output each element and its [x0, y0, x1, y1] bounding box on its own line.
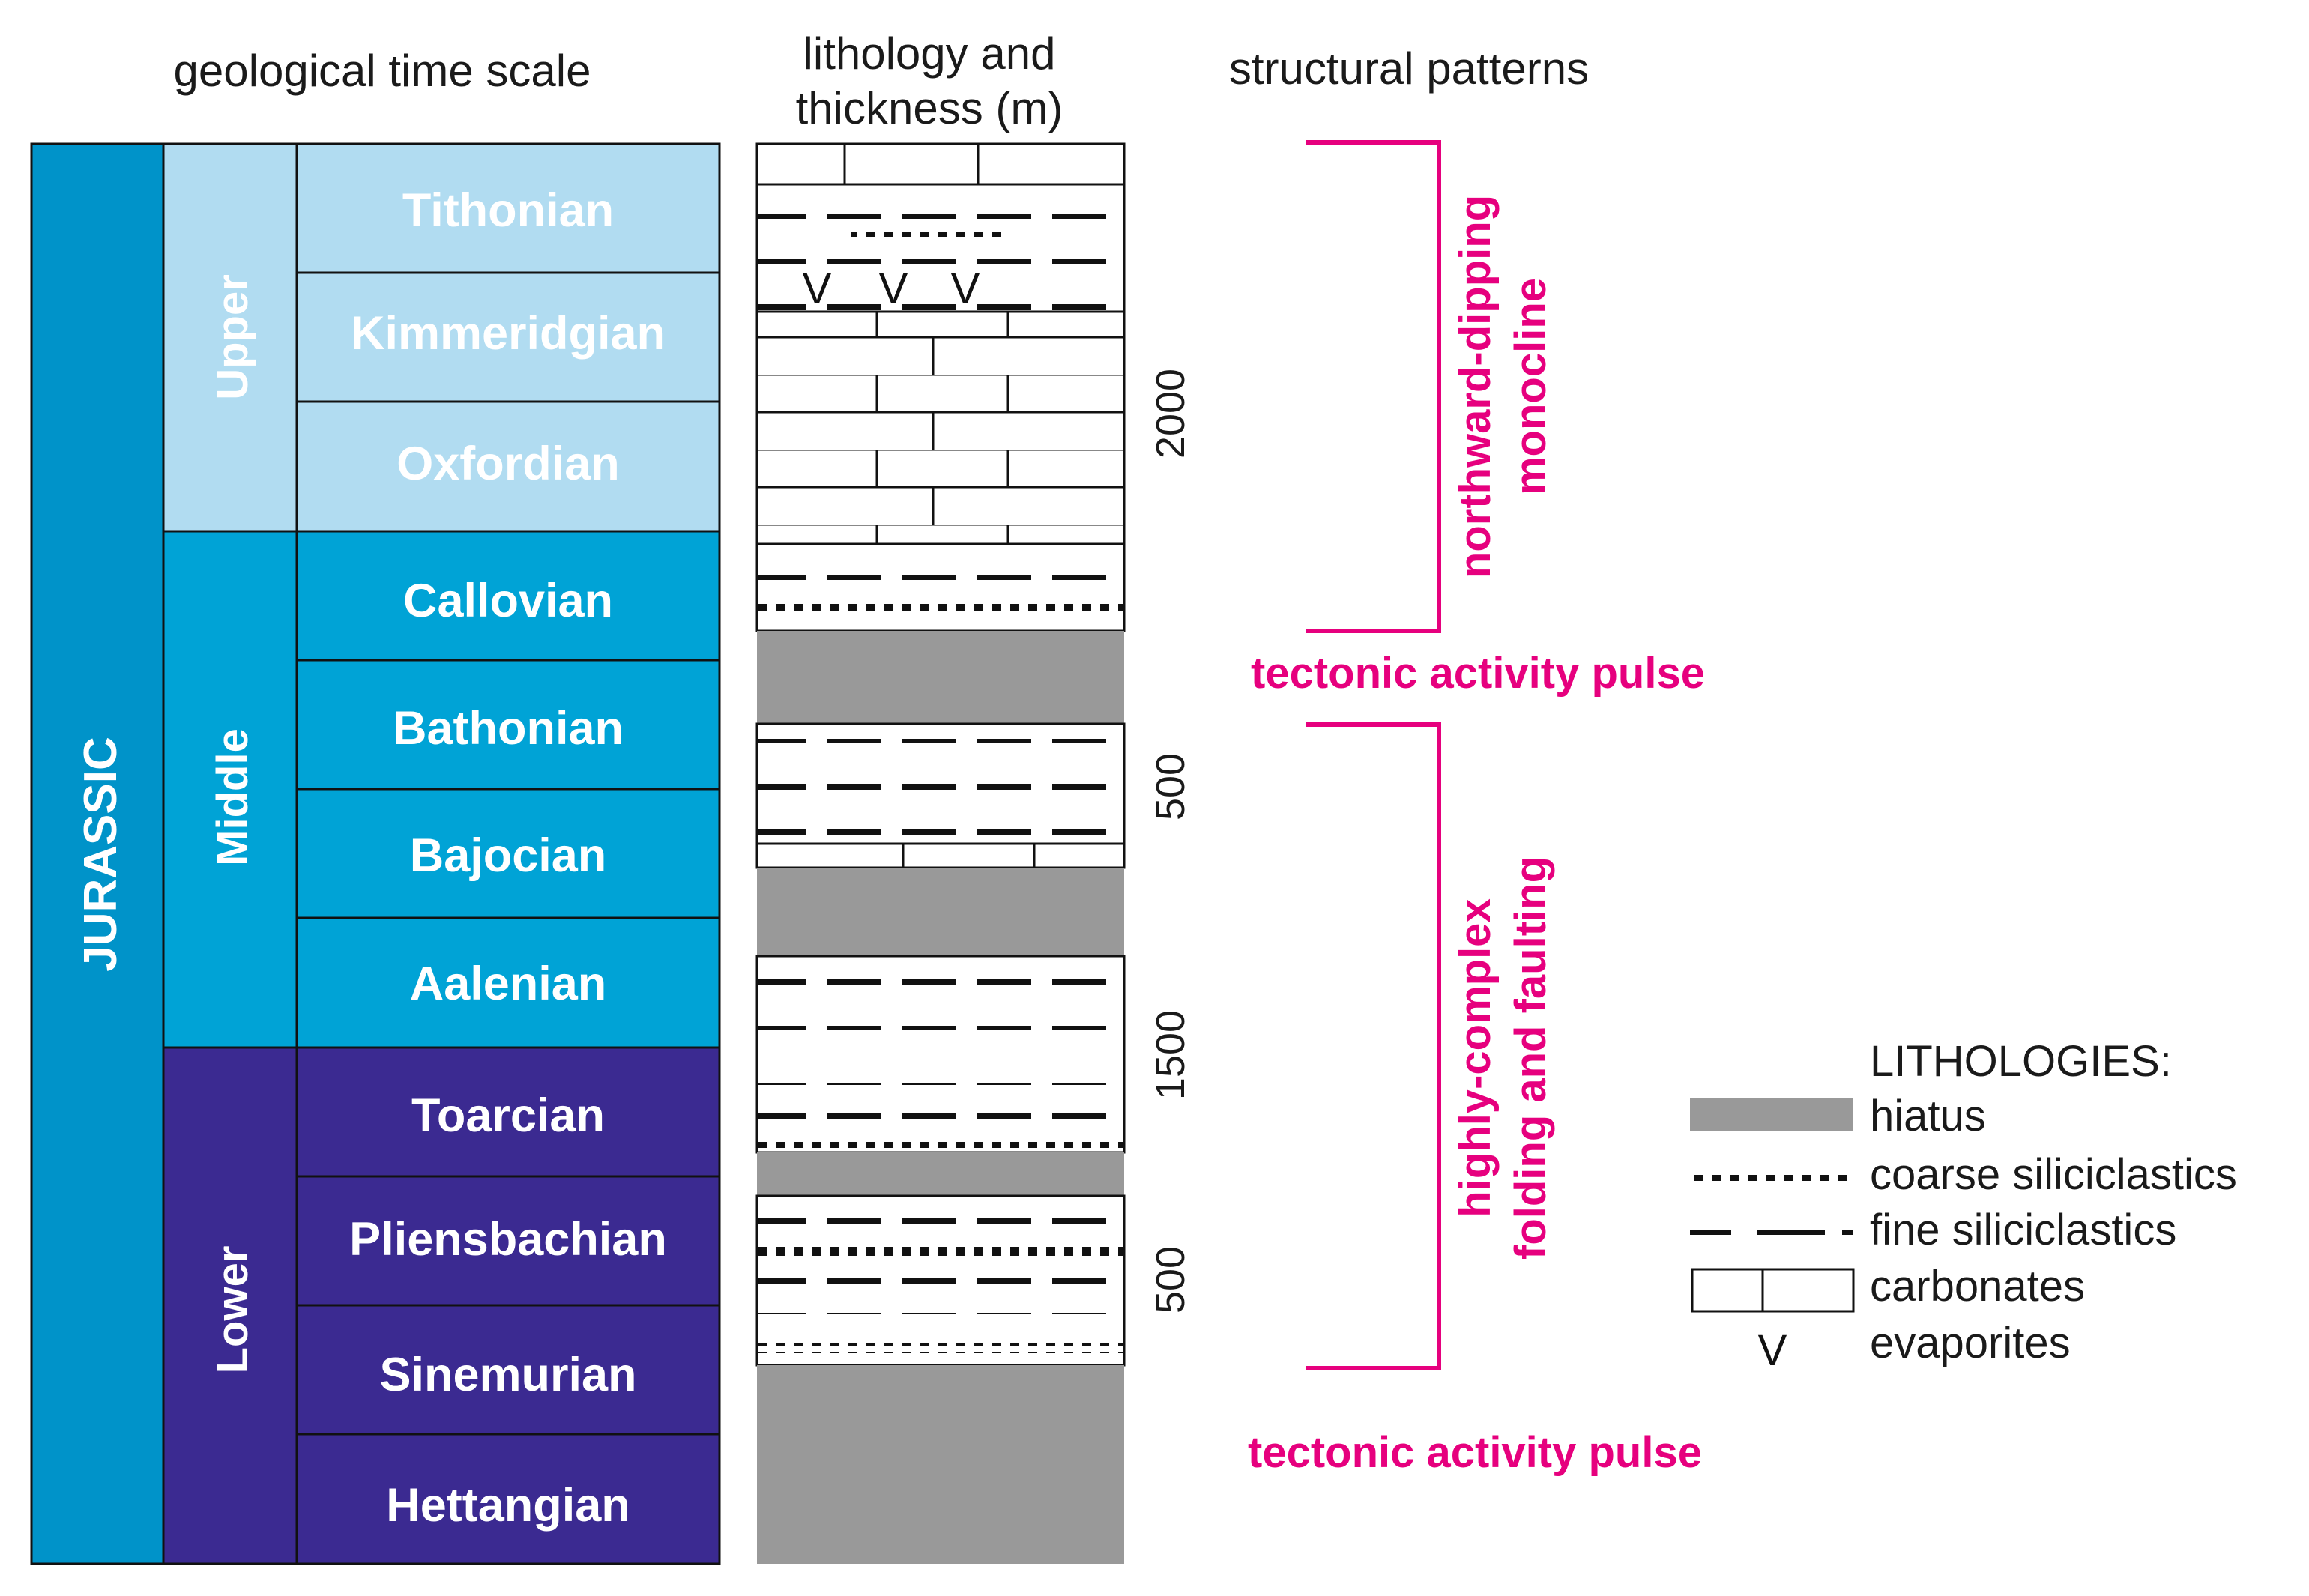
epoch-label-middle: Middle [208, 728, 257, 866]
stage-label-toarcian: Toarcian [411, 1089, 605, 1142]
stage-cell-callovian [295, 530, 721, 662]
stage-cell-hettangian [295, 1433, 721, 1565]
litho-carbonate-thin [755, 842, 1126, 869]
epoch-cell-middle [162, 530, 298, 1049]
legend-label-carbonates: carbonates [1870, 1262, 2085, 1311]
litho-carbonate-top [755, 142, 1126, 186]
stage-label-bajocian: Bajocian [410, 829, 607, 882]
header-lithology-line1: lithology and [803, 28, 1056, 79]
structural-column: northward-dipping monocline tectonic act… [1248, 140, 1705, 1477]
stage-label-sinemurian: Sinemurian [379, 1349, 636, 1401]
stage-label-oxfordian: Oxfordian [396, 438, 620, 490]
stage-cell-toarcian [295, 1046, 721, 1178]
stage-cell-pliensbachian [295, 1175, 721, 1307]
stage-label-bathonian: Bathonian [393, 702, 624, 755]
stage-cell-bajocian [295, 788, 721, 919]
litho-hiatus [757, 631, 1124, 724]
stage-label-aalenian: Aalenian [410, 958, 607, 1010]
legend-swatch-coarse [1690, 1175, 1853, 1185]
bracket-lower-line1: highly-complex [1451, 898, 1500, 1217]
legend-title: LITHOLOGIES: [1870, 1037, 2172, 1086]
legend-label-hiatus: hiatus [1870, 1092, 1986, 1140]
stage-label-tithonian: Tithonian [402, 184, 614, 237]
bracket-upper [1306, 140, 1441, 633]
period-label: JURASSIC [75, 737, 127, 972]
epoch-column: Upper Middle Lower [162, 142, 298, 1565]
legend-swatch-carbonates [1691, 1268, 1855, 1313]
stage-label-pliensbachian: Pliensbachian [349, 1213, 667, 1266]
bracket-lower-line2: folding and faulting [1506, 856, 1555, 1260]
epoch-label-lower: Lower [208, 1246, 257, 1374]
litho-hiatus [757, 1365, 1124, 1564]
stage-cell-aalenian [295, 916, 721, 1049]
lithology-column: V V V [755, 142, 1126, 1564]
stage-cell-kimmeridgian [295, 271, 721, 403]
stage-label-callovian: Callovian [403, 575, 613, 627]
legend-label-evaporites: evaporites [1870, 1319, 2071, 1367]
stage-label-kimmeridgian: Kimmeridgian [351, 307, 665, 360]
stage-label-hettangian: Hettangian [386, 1479, 630, 1532]
legend: LITHOLOGIES: hiatus coarse siliciclastic… [1690, 1037, 2237, 1375]
thickness-label: 500 [1148, 753, 1193, 820]
legend-swatch-hiatus [1690, 1098, 1853, 1131]
epoch-label-upper: Upper [208, 274, 257, 400]
stage-cell-sinemurian [295, 1304, 721, 1436]
period-column: JURASSIC [30, 142, 165, 1565]
tectonic-pulse-label: tectonic activity pulse [1248, 1428, 1702, 1477]
bracket-upper-line2: monocline [1506, 278, 1555, 495]
evaporite-symbol: V [803, 265, 832, 313]
evaporite-symbol: V [951, 265, 980, 313]
litho-carbonates-upper [755, 310, 1126, 545]
header-structural-patterns: structural patterns [1229, 43, 1589, 94]
header-time-scale: geological time scale [174, 46, 591, 96]
thickness-label: 2000 [1148, 369, 1193, 459]
tectonic-pulse-label: tectonic activity pulse [1251, 649, 1705, 698]
litho-siliciclastics-callovian [755, 542, 1126, 632]
legend-label-coarse: coarse siliciclastics [1870, 1150, 2237, 1199]
legend-swatch-evaporites: V [1758, 1326, 1787, 1375]
period-cell [30, 142, 165, 1565]
litho-coarse-lens [851, 232, 1008, 242]
legend-label-fine: fine siliciclastics [1870, 1206, 2176, 1254]
bracket-upper-line1: northward-dipping [1451, 195, 1500, 578]
thickness-label: 1500 [1148, 1010, 1193, 1100]
litho-fine-siliciclastics-upper [755, 183, 1126, 313]
evaporite-symbol: V [879, 265, 908, 313]
stage-cell-tithonian [295, 142, 721, 274]
litho-hiatus [757, 1152, 1124, 1196]
header-lithology-line2: thickness (m) [796, 83, 1063, 133]
stage-column: Tithonian Kimmeridgian Oxfordian Callovi… [295, 142, 721, 1565]
bracket-lower [1306, 722, 1441, 1370]
epoch-cell-upper [162, 142, 298, 533]
litho-hiatus [757, 868, 1124, 956]
epoch-cell-lower [162, 1046, 298, 1565]
thickness-label: 500 [1148, 1246, 1193, 1314]
